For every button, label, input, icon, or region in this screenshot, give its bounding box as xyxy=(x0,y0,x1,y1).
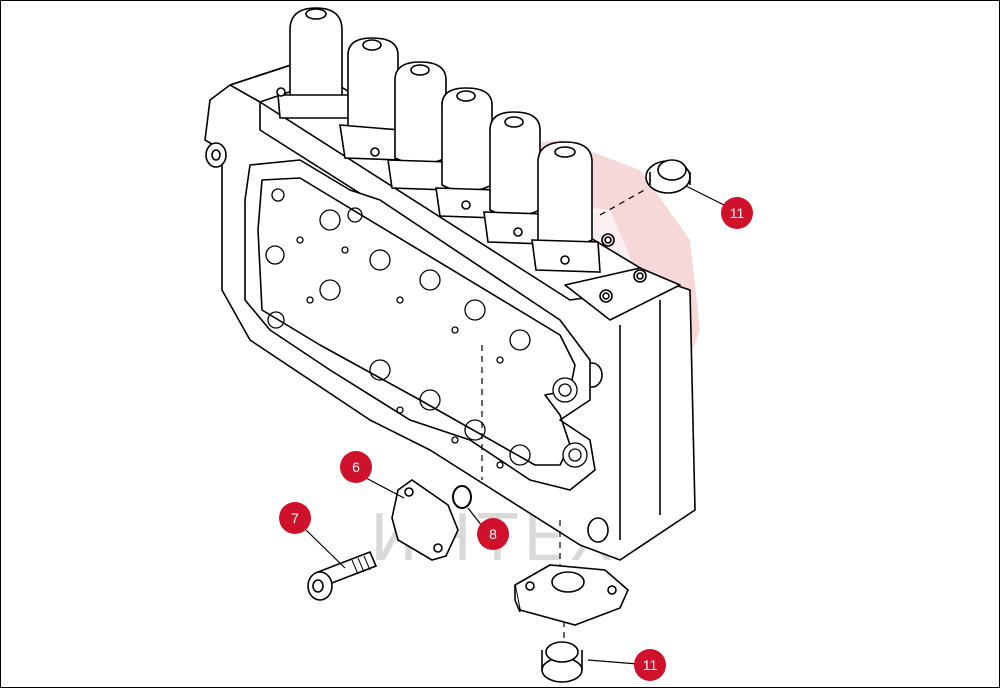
plug-top xyxy=(645,159,691,194)
callout-11-top: 11 xyxy=(721,197,753,229)
valve-block xyxy=(204,61,696,561)
solenoid-caps xyxy=(276,7,601,273)
callout-7: 7 xyxy=(279,502,311,534)
callout-11-bottom: 11 xyxy=(634,649,666,681)
callout-6-label: 6 xyxy=(352,459,360,475)
flange-block xyxy=(514,564,629,626)
o-ring xyxy=(452,485,472,509)
bolt xyxy=(307,550,378,601)
cover-plate xyxy=(391,479,459,561)
callout-8: 8 xyxy=(477,518,509,550)
plug-bottom xyxy=(541,641,583,683)
callout-11-bottom-label: 11 xyxy=(643,657,658,673)
callout-7-label: 7 xyxy=(291,510,299,526)
leader-lines xyxy=(305,185,727,665)
callout-8-label: 8 xyxy=(489,526,497,542)
callout-11-top-label: 11 xyxy=(730,205,745,221)
callout-6: 6 xyxy=(340,451,372,483)
